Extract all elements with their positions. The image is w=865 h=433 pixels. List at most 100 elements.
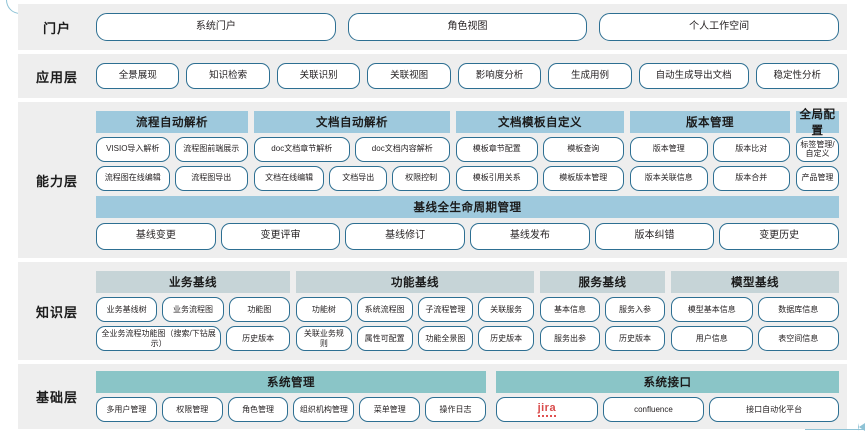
knowledge-item-1-0-2[interactable]: 子流程管理 (417, 297, 474, 322)
capability-item-1-0-1[interactable]: doc文档内容解析 (354, 136, 450, 162)
base-item-0-2[interactable]: 角色管理 (227, 397, 289, 422)
lifecycle-item-1[interactable]: 变更评审 (220, 222, 341, 250)
base-item-0-4[interactable]: 菜单管理 (359, 397, 421, 422)
capability-group-2-row-0: 模板章节配置 模板查询 (456, 136, 624, 162)
knowledge-item-1-1-2[interactable]: 功能全景图 (417, 326, 474, 351)
capability-item-2-0-1[interactable]: 模板查询 (542, 136, 624, 162)
capability-item-0-1-1[interactable]: 流程图导出 (174, 165, 248, 191)
portal-item-2[interactable]: 个人工作空间 (599, 13, 840, 41)
knowledge-group-3-row-0: 模型基本信息 数据库信息 (671, 297, 839, 322)
app-item-6[interactable]: 自动生成导出文档 (638, 63, 749, 89)
capability-item-2-1-0[interactable]: 模板引用关系 (456, 165, 538, 191)
base-item-jira[interactable]: jira (496, 397, 598, 422)
capability-item-3-0-1[interactable]: 版本比对 (712, 136, 790, 162)
knowledge-item-0-0-1[interactable]: 业务流程图 (162, 297, 224, 322)
knowledge-item-0-0-2[interactable]: 功能图 (228, 297, 290, 322)
knowledge-item-1-0-1[interactable]: 系统流程图 (356, 297, 413, 322)
base-item-0-3[interactable]: 组织机构管理 (293, 397, 355, 422)
portal-item-0[interactable]: 系统门户 (96, 13, 336, 41)
knowledge-item-1-1-1[interactable]: 属性可配置 (356, 326, 413, 351)
app-item-7[interactable]: 稳定性分析 (755, 63, 840, 89)
capability-group-1-row-0: doc文档章节解析 doc文档内容解析 (254, 136, 450, 162)
knowledge-item-0-1-1[interactable]: 历史版本 (226, 326, 290, 351)
app-item-4[interactable]: 影响度分析 (457, 63, 542, 89)
capability-item-4-1-0[interactable]: 产品管理 (796, 165, 839, 191)
knowledge-item-1-0-0[interactable]: 功能树 (296, 297, 352, 322)
capability-group-1: 文档自动解析 doc文档章节解析 doc文档内容解析 文档在线编辑 文档导出 权… (254, 110, 450, 191)
capability-item-4-0-0[interactable]: 标签管理/自定义 (796, 136, 839, 162)
knowledge-item-3-0-1[interactable]: 数据库信息 (757, 297, 839, 322)
layer-body-portal: 系统门户 角色视图 个人工作空间 (96, 13, 847, 41)
knowledge-item-2-1-0[interactable]: 服务出参 (540, 326, 600, 351)
knowledge-item-2-1-1[interactable]: 历史版本 (605, 326, 665, 351)
capability-lifecycle: 基线全生命周期管理 基线变更 变更评审 基线修订 基线发布 版本纠错 变更历史 (96, 195, 840, 250)
app-item-2[interactable]: 关联识别 (276, 63, 361, 89)
knowledge-groups: 业务基线 业务基线树 业务流程图 功能图 全业务流程功能图（搜索/下钻展示） 历… (96, 271, 839, 351)
layer-capability: 能力层 流程自动解析 VISIO导入解析 流程图前端展示 流程图在线编辑 流程图… (18, 102, 847, 258)
jira-logo-text: jira (537, 402, 557, 418)
knowledge-group-2: 服务基线 基本信息 服务入参 服务出参 历史版本 (540, 271, 665, 351)
knowledge-item-3-1-1[interactable]: 表空间信息 (757, 326, 839, 351)
base-item-0-0[interactable]: 多用户管理 (96, 397, 157, 422)
capability-item-0-0-0[interactable]: VISIO导入解析 (96, 136, 170, 162)
capability-group-4-row-1: 产品管理 (796, 165, 839, 191)
capability-item-0-1-0[interactable]: 流程图在线编辑 (96, 165, 170, 191)
capability-item-2-1-1[interactable]: 模板版本管理 (542, 165, 624, 191)
capability-item-0-0-1[interactable]: 流程图前端展示 (174, 136, 248, 162)
capability-item-1-1-2[interactable]: 权限控制 (392, 165, 450, 191)
capability-group-0-row-0: VISIO导入解析 流程图前端展示 (96, 136, 248, 162)
app-item-0[interactable]: 全景展现 (96, 63, 180, 89)
layer-body-capability: 流程自动解析 VISIO导入解析 流程图前端展示 流程图在线编辑 流程图导出 文… (96, 109, 847, 250)
lifecycle-item-5[interactable]: 变更历史 (719, 222, 840, 250)
knowledge-item-2-0-1[interactable]: 服务入参 (605, 297, 665, 322)
layer-body-base: 系统管理 多用户管理 权限管理 角色管理 组织机构管理 菜单管理 操作日志 系统… (96, 371, 847, 422)
capability-item-1-0-0[interactable]: doc文档章节解析 (254, 136, 350, 162)
layer-base: 基础层 系统管理 多用户管理 权限管理 角色管理 组织机构管理 菜单管理 操作日… (18, 364, 847, 429)
knowledge-item-1-0-3[interactable]: 关联服务 (478, 297, 534, 322)
capability-item-2-0-0[interactable]: 模板章节配置 (456, 136, 538, 162)
capability-item-1-1-1[interactable]: 文档导出 (329, 165, 388, 191)
knowledge-item-2-0-0[interactable]: 基本信息 (540, 297, 600, 322)
capability-item-3-0-0[interactable]: 版本管理 (630, 136, 708, 162)
knowledge-group-3: 模型基线 模型基本信息 数据库信息 用户信息 表空间信息 (671, 271, 839, 351)
knowledge-group-0-row-1: 全业务流程功能图（搜索/下钻展示） 历史版本 (96, 326, 290, 351)
base-item-api-platform[interactable]: 接口自动化平台 (709, 397, 840, 422)
knowledge-item-3-0-0[interactable]: 模型基本信息 (671, 297, 753, 322)
decorative-line-bottom-right (805, 429, 865, 431)
portal-item-1[interactable]: 角色视图 (347, 13, 588, 41)
base-group-0-row-0: 多用户管理 权限管理 角色管理 组织机构管理 菜单管理 操作日志 (96, 397, 486, 422)
app-item-1[interactable]: 知识检索 (186, 63, 270, 89)
capability-item-3-1-1[interactable]: 版本合并 (712, 165, 790, 191)
capability-group-0-title: 流程自动解析 (96, 110, 248, 133)
capability-lifecycle-title: 基线全生命周期管理 (96, 195, 839, 218)
knowledge-item-3-1-0[interactable]: 用户信息 (671, 326, 753, 351)
layer-body-knowledge: 业务基线 业务基线树 业务流程图 功能图 全业务流程功能图（搜索/下钻展示） 历… (96, 271, 847, 351)
layer-application: 应用层 全景展现 知识检索 关联识别 关联视图 影响度分析 生成用例 自动生成导… (18, 54, 847, 98)
knowledge-group-0-title: 业务基线 (96, 271, 290, 293)
knowledge-group-1-row-0: 功能树 系统流程图 子流程管理 关联服务 (296, 297, 534, 322)
base-group-0-title: 系统管理 (96, 371, 486, 393)
knowledge-item-1-1-0[interactable]: 关联业务规则 (296, 326, 352, 351)
base-item-confluence[interactable]: confluence (602, 397, 705, 422)
capability-item-3-1-0[interactable]: 版本关联信息 (630, 165, 708, 191)
app-item-5[interactable]: 生成用例 (548, 63, 632, 89)
knowledge-item-0-1-0[interactable]: 全业务流程功能图（搜索/下钻展示） (96, 326, 222, 351)
lifecycle-item-4[interactable]: 版本纠错 (594, 222, 715, 250)
knowledge-item-1-1-3[interactable]: 历史版本 (478, 326, 534, 351)
capability-group-2-title: 文档模板自定义 (456, 110, 624, 133)
app-item-3[interactable]: 关联视图 (367, 63, 451, 89)
base-item-0-5[interactable]: 操作日志 (425, 397, 486, 422)
capability-item-1-1-0[interactable]: 文档在线编辑 (254, 165, 325, 191)
base-group-1: 系统接口 jira confluence 接口自动化平台 (496, 371, 840, 422)
lifecycle-item-2[interactable]: 基线修订 (345, 222, 466, 250)
knowledge-item-0-0-0[interactable]: 业务基线树 (96, 297, 158, 322)
knowledge-group-3-title: 模型基线 (671, 271, 839, 293)
capability-group-3-row-1: 版本关联信息 版本合并 (630, 165, 790, 191)
knowledge-group-2-title: 服务基线 (540, 271, 665, 293)
knowledge-group-1: 功能基线 功能树 系统流程图 子流程管理 关联服务 关联业务规则 属性可配置 功… (296, 271, 534, 351)
lifecycle-item-0[interactable]: 基线变更 (96, 222, 216, 250)
lifecycle-item-3[interactable]: 基线发布 (470, 222, 590, 250)
capability-group-4: 全局配置 标签管理/自定义 产品管理 (796, 109, 839, 191)
layer-knowledge: 知识层 业务基线 业务基线树 业务流程图 功能图 全业务流程功能图（搜索/下钻展… (18, 262, 847, 360)
base-item-0-1[interactable]: 权限管理 (161, 397, 223, 422)
